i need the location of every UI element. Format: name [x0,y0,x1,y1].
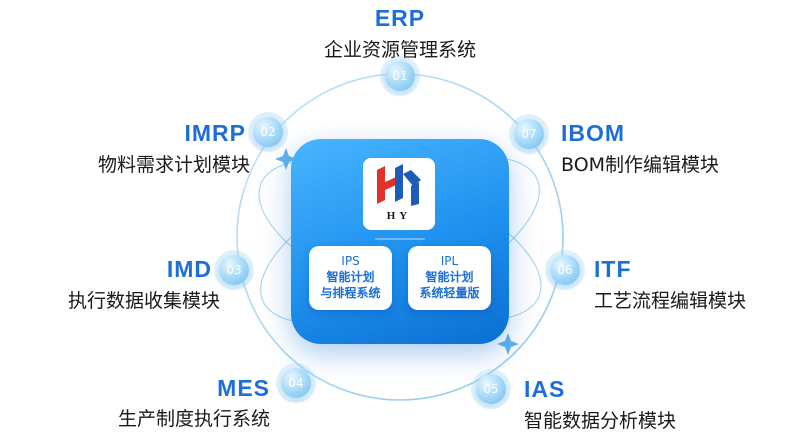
card-line2: 与排程系统 [320,286,381,300]
node-desc-imd: 执行数据收集模块 [67,290,220,312]
card-line2: 系统轻量版 [419,286,480,300]
node-desc-erp: 企业资源管理系统 [323,39,476,61]
node-badge-01: 01 [385,61,415,91]
logo-wordmark: HY [386,210,412,222]
node-code-itf: ITF [594,256,632,282]
card-code: IPL [440,254,459,268]
node-code-imrp: IMRP [184,120,246,146]
node-badge-07: 07 [514,119,544,149]
node-code-imd: IMD [166,256,212,282]
center-platform-tile: HY IPS 智能计划 与排程系统 IPL 智能计划 系统轻量版 [291,139,509,344]
node-code-erp: ERP [374,5,426,31]
node-badge-05: 05 [476,374,506,404]
node-code-ibom: IBOM [561,120,626,146]
system-card-ipl: IPL 智能计划 系统轻量版 [408,246,491,310]
card-line1: 智能计划 [425,270,474,284]
node-code-mes: MES [217,375,270,401]
company-logo: HY [363,158,435,230]
node-badge-06: 06 [550,255,580,285]
card-line1: 智能计划 [326,270,375,284]
sparkle-icon [497,333,519,355]
node-badge-03: 03 [219,255,249,285]
node-desc-itf: 工艺流程编辑模块 [594,290,747,312]
node-desc-mes: 生产制度执行系统 [117,408,270,430]
node-badge-02: 02 [253,117,283,147]
node-desc-ias: 智能数据分析模块 [524,410,677,432]
node-badge-04: 04 [281,368,311,398]
card-code: IPS [341,254,360,268]
node-code-ias: IAS [524,376,566,402]
node-desc-ibom: BOM制作编辑模块 [561,154,720,176]
sparkle-icon [275,148,297,170]
node-desc-imrp: 物料需求计划模块 [97,154,250,176]
decorative-divider [375,238,425,240]
system-card-ips: IPS 智能计划 与排程系统 [309,246,392,310]
hy-logo-icon [377,164,421,206]
